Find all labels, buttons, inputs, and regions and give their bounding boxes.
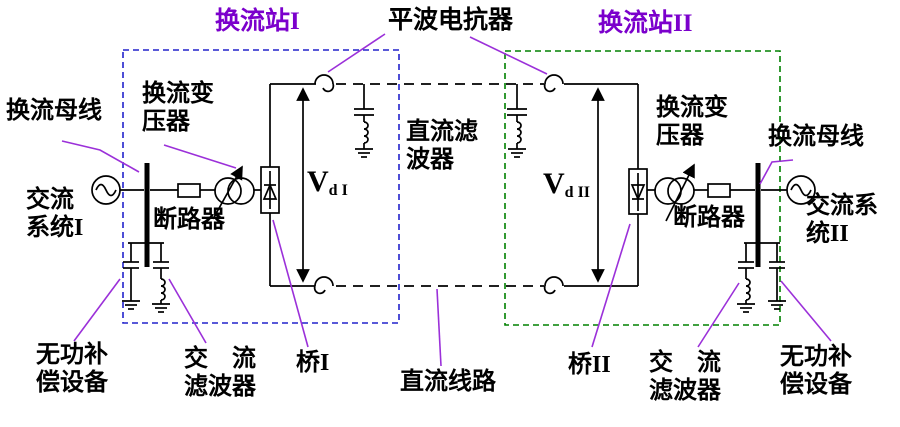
ac-filter-icon-right [737, 243, 755, 313]
dc-filter-label: 直流滤 波器 [406, 119, 478, 173]
ac-filter-icon-left [152, 243, 170, 313]
pointer-ac-filter-left [168, 278, 207, 344]
pointer-reactor-left [327, 33, 386, 73]
pointer-dc-line [436, 288, 442, 367]
smoothing-reactor-label: 平波电抗器 [388, 7, 514, 34]
pointer-bus-right [759, 159, 794, 185]
ac-filter-label-left: 交 流 滤波器 [184, 346, 256, 400]
reactive-compensation-icon-left [122, 243, 140, 310]
bridge1-label: 桥I [296, 350, 330, 376]
vd2-subscript: d II [564, 184, 591, 202]
dc-line-label: 直流线路 [400, 369, 496, 395]
breaker-label-left: 断路器 [153, 207, 225, 233]
smoothing-reactor-icon-bottom-right [543, 276, 564, 295]
vd1-label: Vd I [307, 165, 348, 200]
vd2-symbol: V [543, 167, 565, 200]
smoothing-reactor-icon-bottom-left [313, 276, 334, 295]
pointer-lines [61, 33, 832, 367]
pointer-bridge1 [272, 219, 309, 348]
pointer-reactive-comp-left [73, 278, 121, 342]
smoothing-reactor-icon-top-left [314, 74, 335, 93]
ac-system-label-right: 交流系 统II [806, 193, 878, 247]
converter-transformer-label-left: 换流变 压器 [142, 81, 214, 135]
pointer-reactor-right [469, 36, 548, 75]
ac-filter-label-right: 交 流 滤波器 [649, 350, 721, 404]
bridge2-label: 桥II [568, 352, 611, 378]
reactive-compensation-icon-right [768, 243, 786, 310]
station2-title: 换流站II [598, 10, 693, 37]
station1-title: 换流站I [215, 8, 300, 35]
breaker-icon-left [177, 183, 201, 198]
vd1-symbol: V [307, 165, 329, 198]
pointer-ac-filter-right [697, 282, 740, 348]
ac-source-icon-right [786, 175, 816, 205]
pointer-bus-left [61, 140, 140, 173]
breaker-icon-right [707, 183, 731, 198]
pointer-reactive-comp-right [780, 280, 832, 342]
station1-boundary-box [122, 49, 400, 324]
converter-transformer-icon-left [212, 165, 255, 220]
valve-bridge2-icon [628, 168, 648, 215]
valve-bridge1-icon [260, 166, 280, 214]
pointer-bridge2 [591, 223, 631, 348]
vd1-subscript: d I [328, 182, 348, 200]
pointer-transformer-left [163, 144, 237, 169]
dc-filter-branch-right [507, 84, 527, 158]
converter-transformer-label-right: 换流变 压器 [656, 95, 728, 149]
converter-bus-label-right: 换流母线 [768, 124, 864, 150]
ac-system-label-left: 交流 系统I [26, 187, 84, 241]
smoothing-reactor-icon-top-right [543, 74, 564, 93]
reactive-comp-label-right: 无功补 偿设备 [780, 344, 852, 398]
ac-source-icon-left [91, 175, 121, 205]
dc-filter-branch-left [354, 84, 374, 158]
converter-bus-label-left: 换流母线 [6, 98, 102, 124]
breaker-label-right: 断路器 [673, 205, 745, 231]
vd2-label: Vd II [543, 167, 590, 202]
reactive-comp-label-left: 无功补 偿设备 [36, 342, 108, 396]
station2-boundary-box [504, 50, 781, 326]
converter-transformer-icon-right [654, 163, 695, 222]
